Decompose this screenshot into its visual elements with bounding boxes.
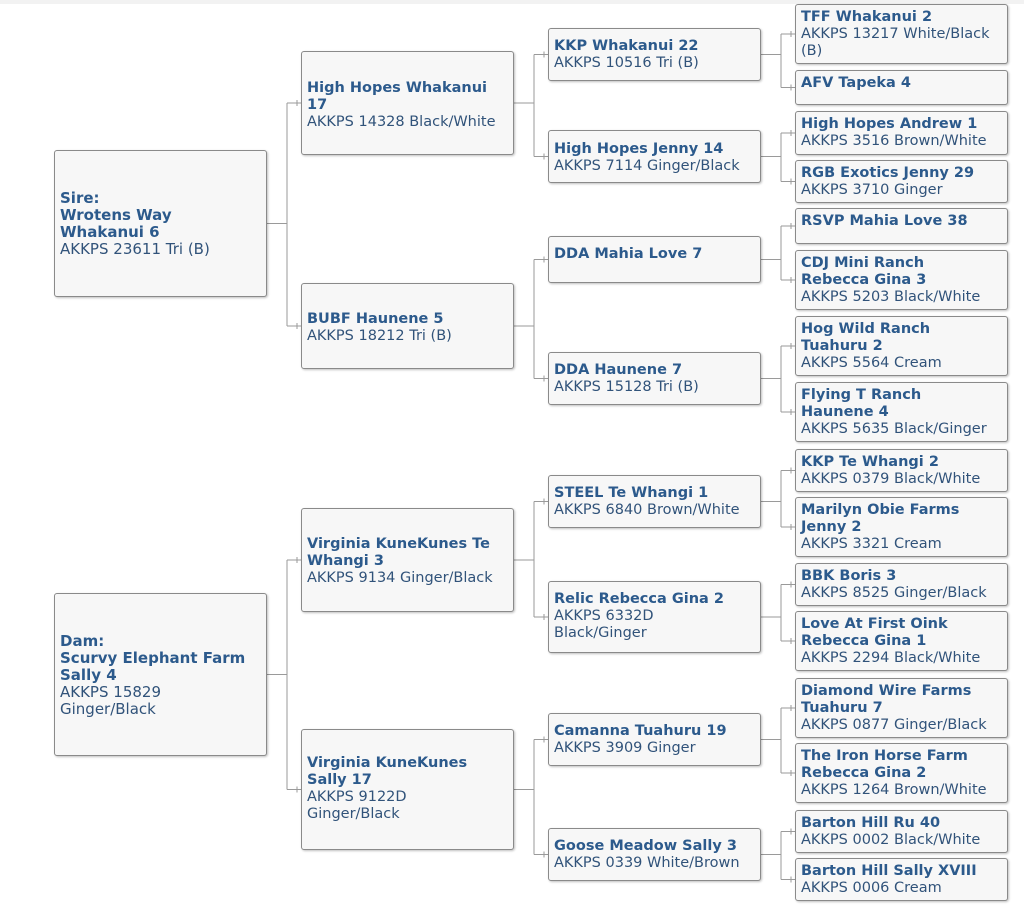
dam-dam-dam-dam-name: Barton Hill Sally XVIII xyxy=(801,863,977,879)
dam-sire-sire-card[interactable]: STEEL Te Whangi 1 AKKPS 6840 Brown/White xyxy=(548,475,761,528)
dam-sire-name: Virginia KuneKunes Te Whangi 3 xyxy=(307,536,490,569)
sire-sire-dam-name: High Hopes Jenny 14 xyxy=(554,141,724,157)
dam-dam-sire-card[interactable]: Camanna Tuahuru 19 AKKPS 3909 Ginger xyxy=(548,713,761,766)
dam-sire-sire-dam-card[interactable]: Marilyn Obie Farms Jenny 2 AKKPS 3321 Cr… xyxy=(795,497,1008,557)
sire-dam-sire-name: DDA Mahia Love 7 xyxy=(554,246,703,262)
sire-sire-dam-sire-reg: AKKPS 3516 Brown/White xyxy=(801,133,987,149)
sire-sire-sire-name: KKP Whakanui 22 xyxy=(554,38,699,54)
sire-sire-dam-reg: AKKPS 7114 Ginger/Black xyxy=(554,158,740,174)
sire-dam-dam-dam-card[interactable]: Flying T Ranch Haunene 4 AKKPS 5635 Blac… xyxy=(795,382,1008,442)
sire-dam-dam-sire-name: Hog Wild Ranch Tuahuru 2 xyxy=(801,321,931,354)
dam-sire-dam-sire-reg: AKKPS 8525 Ginger/Black xyxy=(801,585,987,601)
dam-sire-sire-dam-name: Marilyn Obie Farms Jenny 2 xyxy=(801,502,960,535)
sire-reg: AKKPS 23611 Tri (B) xyxy=(60,240,210,258)
dam-dam-dam-name: Goose Meadow Sally 3 xyxy=(554,838,737,854)
dam-sire-dam-sire-name: BBK Boris 3 xyxy=(801,568,897,584)
dam-dam-name: Virginia KuneKunes Sally 17 xyxy=(307,755,468,788)
sire-sire-sire-sire-name: TFF Whakanui 2 xyxy=(801,9,933,25)
sire-dam-sire-dam-reg: AKKPS 5203 Black/White xyxy=(801,289,981,305)
sire-sire-dam-sire-card[interactable]: High Hopes Andrew 1 AKKPS 3516 Brown/Whi… xyxy=(795,111,1008,155)
dam-dam-sire-dam-card[interactable]: The Iron Horse Farm Rebecca Gina 2 AKKPS… xyxy=(795,743,1008,803)
sire-sire-dam-sire-name: High Hopes Andrew 1 xyxy=(801,116,978,132)
sire-sire-sire-dam-name: AFV Tapeka 4 xyxy=(801,75,911,91)
sire-dam-sire-dam-name: CDJ Mini Ranch Rebecca Gina 3 xyxy=(801,255,927,288)
sire-dam-name: BUBF Haunene 5 xyxy=(307,311,444,327)
dam-sire-dam-card[interactable]: Relic Rebecca Gina 2 AKKPS 6332D Black/G… xyxy=(548,581,761,653)
dam-sire-sire-name: STEEL Te Whangi 1 xyxy=(554,485,709,501)
sire-sire-sire-dam-card[interactable]: AFV Tapeka 4 xyxy=(795,70,1008,105)
dam-dam-sire-name: Camanna Tuahuru 19 xyxy=(554,723,727,739)
dam-sire-sire-reg: AKKPS 6840 Brown/White xyxy=(554,502,740,518)
dam-sire-dam-name: Relic Rebecca Gina 2 xyxy=(554,591,724,607)
sire-dam-dam-sire-reg: AKKPS 5564 Cream xyxy=(801,355,942,371)
sire-sire-sire-card[interactable]: KKP Whakanui 22 AKKPS 10516 Tri (B) xyxy=(548,28,761,81)
sire-sire-sire-sire-reg: AKKPS 13217 White/Black (B) xyxy=(801,26,990,59)
dam-sire-sire-sire-card[interactable]: KKP Te Whangi 2 AKKPS 0379 Black/White xyxy=(795,449,1008,492)
sire-sire-name: High Hopes Whakanui 17 xyxy=(307,80,487,113)
dam-dam-sire-sire-card[interactable]: Diamond Wire Farms Tuahuru 7 AKKPS 0877 … xyxy=(795,678,1008,738)
dam-dam-dam-sire-name: Barton Hill Ru 40 xyxy=(801,815,941,831)
sire-dam-card[interactable]: BUBF Haunene 5 AKKPS 18212 Tri (B) xyxy=(301,283,514,369)
sire-dam-sire-card[interactable]: DDA Mahia Love 7 xyxy=(548,236,761,283)
dam-sire-dam-reg: AKKPS 6332D Black/Ginger xyxy=(554,608,654,641)
dam-sire-sire-sire-reg: AKKPS 0379 Black/White xyxy=(801,471,981,487)
dam-sire-dam-dam-reg: AKKPS 2294 Black/White xyxy=(801,650,981,666)
sire-dam-sire-sire-card[interactable]: RSVP Mahia Love 38 xyxy=(795,208,1008,244)
sire-sire-dam-dam-card[interactable]: RGB Exotics Jenny 29 AKKPS 3710 Ginger xyxy=(795,160,1008,203)
dam-sire-card[interactable]: Virginia KuneKunes Te Whangi 3 AKKPS 913… xyxy=(301,508,514,612)
dam-dam-sire-dam-reg: AKKPS 1264 Brown/White xyxy=(801,782,987,798)
dam-dam-sire-sire-reg: AKKPS 0877 Ginger/Black xyxy=(801,717,987,733)
sire-dam-dam-card[interactable]: DDA Haunene 7 AKKPS 15128 Tri (B) xyxy=(548,352,761,405)
sire-card[interactable]: Sire: Wrotens Way Whakanui 6 AKKPS 23611… xyxy=(54,150,267,297)
sire-sire-sire-reg: AKKPS 10516 Tri (B) xyxy=(554,55,699,71)
sire-dam-dam-sire-card[interactable]: Hog Wild Ranch Tuahuru 2 AKKPS 5564 Crea… xyxy=(795,316,1008,376)
sire-dam-dam-name: DDA Haunene 7 xyxy=(554,362,683,378)
top-strip xyxy=(0,0,1024,4)
dam-name: Scurvy Elephant Farm Sally 4 xyxy=(60,649,246,684)
sire-dam-reg: AKKPS 18212 Tri (B) xyxy=(307,328,452,344)
sire-dam-sire-dam-card[interactable]: CDJ Mini Ranch Rebecca Gina 3 AKKPS 5203… xyxy=(795,250,1008,310)
dam-dam-dam-reg: AKKPS 0339 White/Brown xyxy=(554,855,740,871)
sire-sire-sire-sire-card[interactable]: TFF Whakanui 2 AKKPS 13217 White/Black (… xyxy=(795,4,1008,64)
sire-sire-dam-card[interactable]: High Hopes Jenny 14 AKKPS 7114 Ginger/Bl… xyxy=(548,130,761,183)
dam-dam-sire-dam-name: The Iron Horse Farm Rebecca Gina 2 xyxy=(801,748,968,781)
dam-dam-sire-sire-name: Diamond Wire Farms Tuahuru 7 xyxy=(801,683,972,716)
sire-name: Wrotens Way Whakanui 6 xyxy=(60,206,172,241)
dam-card[interactable]: Dam: Scurvy Elephant Farm Sally 4 AKKPS … xyxy=(54,593,267,756)
dam-sire-reg: AKKPS 9134 Ginger/Black xyxy=(307,570,493,586)
dam-sire-dam-sire-card[interactable]: BBK Boris 3 AKKPS 8525 Ginger/Black xyxy=(795,563,1008,606)
dam-dam-card[interactable]: Virginia KuneKunes Sally 17 AKKPS 9122D … xyxy=(301,729,514,850)
sire-sire-dam-dam-reg: AKKPS 3710 Ginger xyxy=(801,182,943,198)
dam-dam-dam-sire-card[interactable]: Barton Hill Ru 40 AKKPS 0002 Black/White xyxy=(795,810,1008,853)
dam-sire-sire-sire-name: KKP Te Whangi 2 xyxy=(801,454,939,470)
dam-dam-reg: AKKPS 9122D Ginger/Black xyxy=(307,789,407,822)
dam-reg: AKKPS 15829 Ginger/Black xyxy=(60,683,161,718)
dam-sire-dam-dam-name: Love At First Oink Rebecca Gina 1 xyxy=(801,616,948,649)
sire-sire-reg: AKKPS 14328 Black/White xyxy=(307,114,496,130)
dam-dam-dam-dam-reg: AKKPS 0006 Cream xyxy=(801,880,942,896)
dam-dam-dam-card[interactable]: Goose Meadow Sally 3 AKKPS 0339 White/Br… xyxy=(548,828,761,881)
sire-dam-dam-dam-name: Flying T Ranch Haunene 4 xyxy=(801,387,922,420)
sire-dam-sire-sire-name: RSVP Mahia Love 38 xyxy=(801,213,968,229)
sire-sire-dam-dam-name: RGB Exotics Jenny 29 xyxy=(801,165,975,181)
dam-dam-dam-dam-card[interactable]: Barton Hill Sally XVIII AKKPS 0006 Cream xyxy=(795,858,1008,901)
sire-dam-dam-dam-reg: AKKPS 5635 Black/Ginger xyxy=(801,421,987,437)
dam-sire-dam-dam-card[interactable]: Love At First Oink Rebecca Gina 1 AKKPS … xyxy=(795,611,1008,671)
sire-role: Sire: xyxy=(60,189,100,207)
dam-dam-sire-reg: AKKPS 3909 Ginger xyxy=(554,740,696,756)
dam-dam-dam-sire-reg: AKKPS 0002 Black/White xyxy=(801,832,981,848)
dam-sire-sire-dam-reg: AKKPS 3321 Cream xyxy=(801,536,942,552)
sire-sire-card[interactable]: High Hopes Whakanui 17 AKKPS 14328 Black… xyxy=(301,51,514,155)
sire-dam-dam-reg: AKKPS 15128 Tri (B) xyxy=(554,379,699,395)
dam-role: Dam: xyxy=(60,632,105,650)
